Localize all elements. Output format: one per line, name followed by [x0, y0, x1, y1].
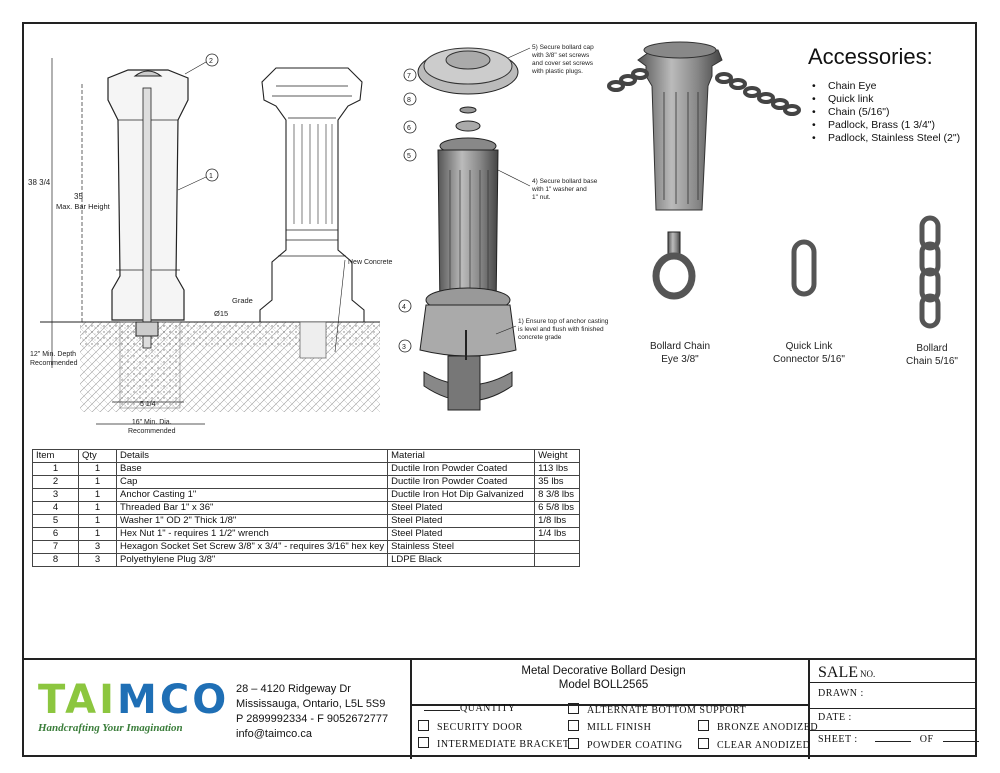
date-field: DATE :	[818, 712, 852, 723]
accessory-item: Padlock, Brass (1 3/4")	[812, 119, 960, 132]
eye-bolt-image	[652, 231, 696, 300]
callout-1: 1	[209, 173, 213, 180]
accessories-list: Chain Eye Quick link Chain (5/16") Padlo…	[812, 80, 960, 145]
checkbox[interactable]	[568, 720, 579, 731]
checkbox[interactable]	[568, 738, 579, 749]
dim-overall: 38 3/4	[28, 178, 51, 187]
header-details: Details	[115, 449, 389, 463]
drawing-frame	[22, 22, 977, 757]
checkbox[interactable]	[418, 720, 429, 731]
elevation-view	[240, 67, 380, 359]
title-block	[22, 658, 977, 759]
exploded-view	[398, 47, 531, 411]
option-security-door[interactable]: SECURITY DOOR	[418, 720, 523, 733]
accessory-item: Quick link	[812, 93, 960, 106]
option-quantity: QUANTITY	[424, 703, 516, 714]
option-powder[interactable]: POWDER COATING	[568, 738, 683, 751]
header-weight: Weight	[534, 449, 581, 463]
callout-6: 6	[407, 125, 411, 132]
dim-bar: 35	[74, 192, 83, 201]
accessories-title: Accessories:	[808, 44, 933, 69]
callout-4: 4	[402, 304, 406, 311]
logo-wordmark: TAIMCO	[38, 677, 230, 723]
checkbox[interactable]	[418, 737, 429, 748]
callout-2: 2	[209, 58, 213, 65]
option-bronze[interactable]: BRONZE ANODIZED	[698, 720, 818, 733]
callout-5: 5	[407, 153, 411, 160]
company-logo: TAIMCO Handcrafting Your Imagination	[38, 680, 229, 734]
quick-link-image	[791, 239, 817, 297]
sheet-field: SHEET : OF	[818, 734, 979, 745]
checkbox[interactable]	[698, 738, 709, 749]
callout-3: 3	[402, 344, 406, 351]
project-title: Metal Decorative Bollard Design Model BO…	[521, 665, 686, 691]
header-qty: Qty	[78, 449, 117, 463]
logo-tagline: Handcrafting Your Imagination	[38, 722, 183, 734]
accessory-item: Chain Eye	[812, 80, 960, 93]
technical-drawing	[40, 41, 941, 425]
checkbox[interactable]	[698, 720, 709, 731]
header-item: Item	[32, 449, 79, 463]
option-mill-finish[interactable]: MILL FINISH	[568, 720, 651, 733]
option-clear[interactable]: CLEAR ANODIZED	[698, 738, 810, 751]
option-intermediate[interactable]: INTERMEDIATE BRACKET	[418, 737, 570, 750]
chain-image	[919, 215, 941, 329]
callout-7: 7	[407, 73, 411, 80]
drawn-field: DRAWN :	[818, 688, 864, 699]
company-address: 28 – 4120 Ridgeway Dr Mississauga, Ontar…	[236, 683, 389, 740]
option-alternate-bottom[interactable]: ALTERNATE BOTTOM SUPPORT	[568, 703, 746, 716]
callout-8: 8	[407, 97, 411, 104]
dim-width: 5 1/4	[140, 401, 156, 408]
dim-15: Ø15	[214, 309, 229, 318]
chain-accessory-image	[607, 41, 801, 211]
grade-label: Grade	[232, 296, 253, 305]
new-concrete-label: New Concrete	[348, 259, 393, 266]
section-view	[40, 53, 380, 425]
header-material: Material	[387, 449, 536, 463]
checkbox[interactable]	[568, 703, 579, 714]
dim-dia: 16" Min. Dia.Recommended	[128, 419, 176, 435]
dim-bar-label: Max. Bar Height	[56, 202, 110, 211]
accessory-item: Chain (5/16")	[812, 106, 960, 119]
accessory-item: Padlock, Stainless Steel (2")	[812, 132, 960, 145]
